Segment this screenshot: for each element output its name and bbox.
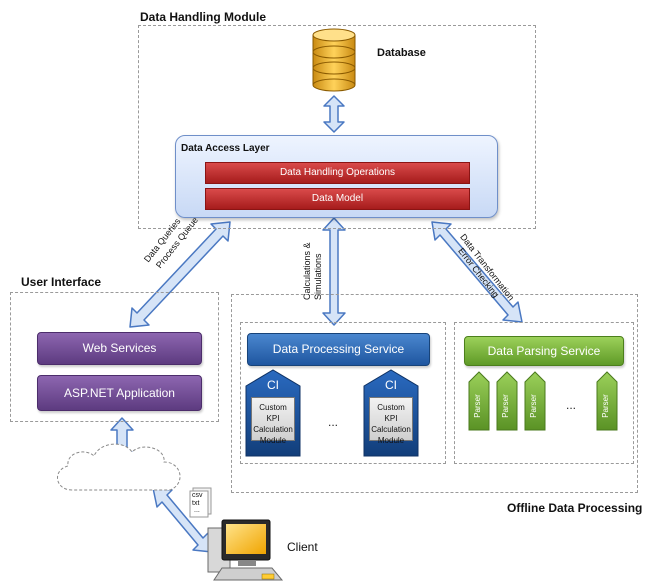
data-parsing-service-region — [454, 322, 634, 464]
custom-kpi-module-2: Custom KPI Calculation Module — [369, 397, 413, 445]
user-interface-title: User Interface — [21, 275, 102, 289]
data-handling-operations-bar: Data Handling Operations — [205, 162, 470, 184]
file-type-csv: csv — [192, 492, 203, 499]
database-icon — [312, 28, 356, 92]
parser-label-4: Parser — [601, 394, 610, 418]
parser-label-3: Parser — [529, 394, 538, 418]
file-stack-icon — [189, 487, 212, 518]
arrow-database-dal — [323, 95, 345, 133]
parser-shape-2 — [496, 371, 518, 431]
data-processing-service-header: Data Processing Service — [247, 333, 430, 366]
arrow-dal-processing — [322, 217, 346, 326]
client-label: Client — [287, 540, 318, 554]
arrow-dal-ui — [129, 221, 231, 328]
parsing-ellipsis: ... — [566, 398, 577, 412]
processing-ellipsis: ... — [328, 415, 339, 429]
calc-label-line2: Simulations — [313, 253, 323, 300]
user-interface-region — [10, 292, 219, 422]
ci-label-2: CI — [385, 378, 397, 392]
aspnet-application-box: ASP.NET Application — [37, 375, 202, 411]
data-access-layer-title: Data Access Layer — [181, 143, 270, 154]
database-label: Database — [377, 47, 426, 59]
parser-shape-3 — [524, 371, 546, 431]
data-model-bar: Data Model — [205, 188, 470, 210]
parser-shape-1 — [468, 371, 490, 431]
data-parsing-service-header: Data Parsing Service — [464, 336, 624, 366]
custom-kpi-module-1: Custom KPI Calculation Module — [251, 397, 295, 445]
data-handling-module-title: Data Handling Module — [140, 10, 266, 24]
cloud-icon — [57, 443, 181, 491]
parser-label-2: Parser — [501, 394, 510, 418]
parser-label-1: Parser — [473, 394, 482, 418]
file-type-more: ... — [194, 507, 200, 514]
calc-label-line1: Calculations & — [302, 242, 312, 300]
ci-label-1: CI — [267, 378, 279, 392]
data-processing-service-region — [240, 322, 446, 464]
offline-data-processing-title: Offline Data Processing — [507, 501, 643, 515]
data-handling-module-region — [138, 25, 536, 229]
computer-icon — [207, 519, 284, 581]
web-services-box: Web Services — [37, 332, 202, 365]
parser-shape-4 — [596, 371, 618, 431]
file-type-txt: txt — [192, 500, 200, 507]
offline-data-processing-region — [231, 294, 638, 493]
